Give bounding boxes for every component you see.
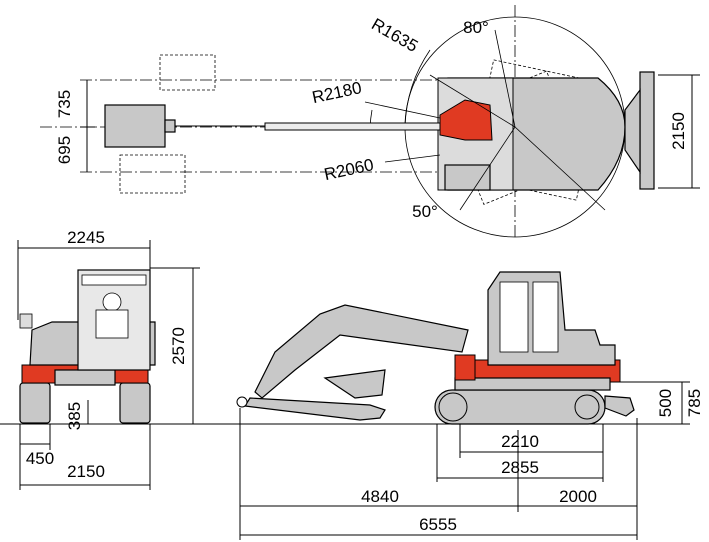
swing-right-angle: 50° <box>412 202 438 221</box>
radius-min-label: R2060 <box>322 155 375 184</box>
tumbler-distance-value: 2210 <box>501 432 539 451</box>
ground-clearance-value: 385 <box>65 402 84 430</box>
front-view: 2245 2570 385 450 2150 <box>0 228 200 490</box>
track-shoe-width-value: 450 <box>26 449 54 468</box>
swing-left-angle: 80° <box>463 18 489 37</box>
blade-width-value: 2150 <box>669 112 688 150</box>
track-length-value: 2855 <box>501 458 539 477</box>
offset-left-value: 735 <box>55 90 74 118</box>
side-arm <box>243 397 386 421</box>
track-width-value: 2150 <box>67 462 105 481</box>
side-bucket <box>323 369 386 399</box>
radius-front-label: R1635 <box>368 14 421 56</box>
rear-length-value: 2000 <box>559 487 597 506</box>
plan-blade <box>639 71 655 190</box>
side-blade <box>604 395 635 417</box>
plan-bucket <box>104 104 166 148</box>
front-width-value: 2245 <box>67 228 105 247</box>
front-track-left <box>19 382 51 424</box>
blade-height-value: 785 <box>685 389 704 417</box>
side-view: 500 785 2210 2855 4840 2000 6555 <box>200 271 704 540</box>
swing-bracket <box>439 99 493 141</box>
plan-view: 735 695 2150 R1635 R2180 R2060 80° 50° <box>40 5 700 240</box>
transport-length-value: 6555 <box>419 515 457 534</box>
front-track-right <box>119 382 151 424</box>
offset-right-value: 695 <box>55 136 74 164</box>
radius-max-label: R2180 <box>310 78 363 107</box>
front-height-value: 2570 <box>169 327 188 365</box>
side-boom <box>254 304 469 399</box>
front-reach-value: 4840 <box>361 487 399 506</box>
blade-lift-value: 500 <box>656 389 675 417</box>
